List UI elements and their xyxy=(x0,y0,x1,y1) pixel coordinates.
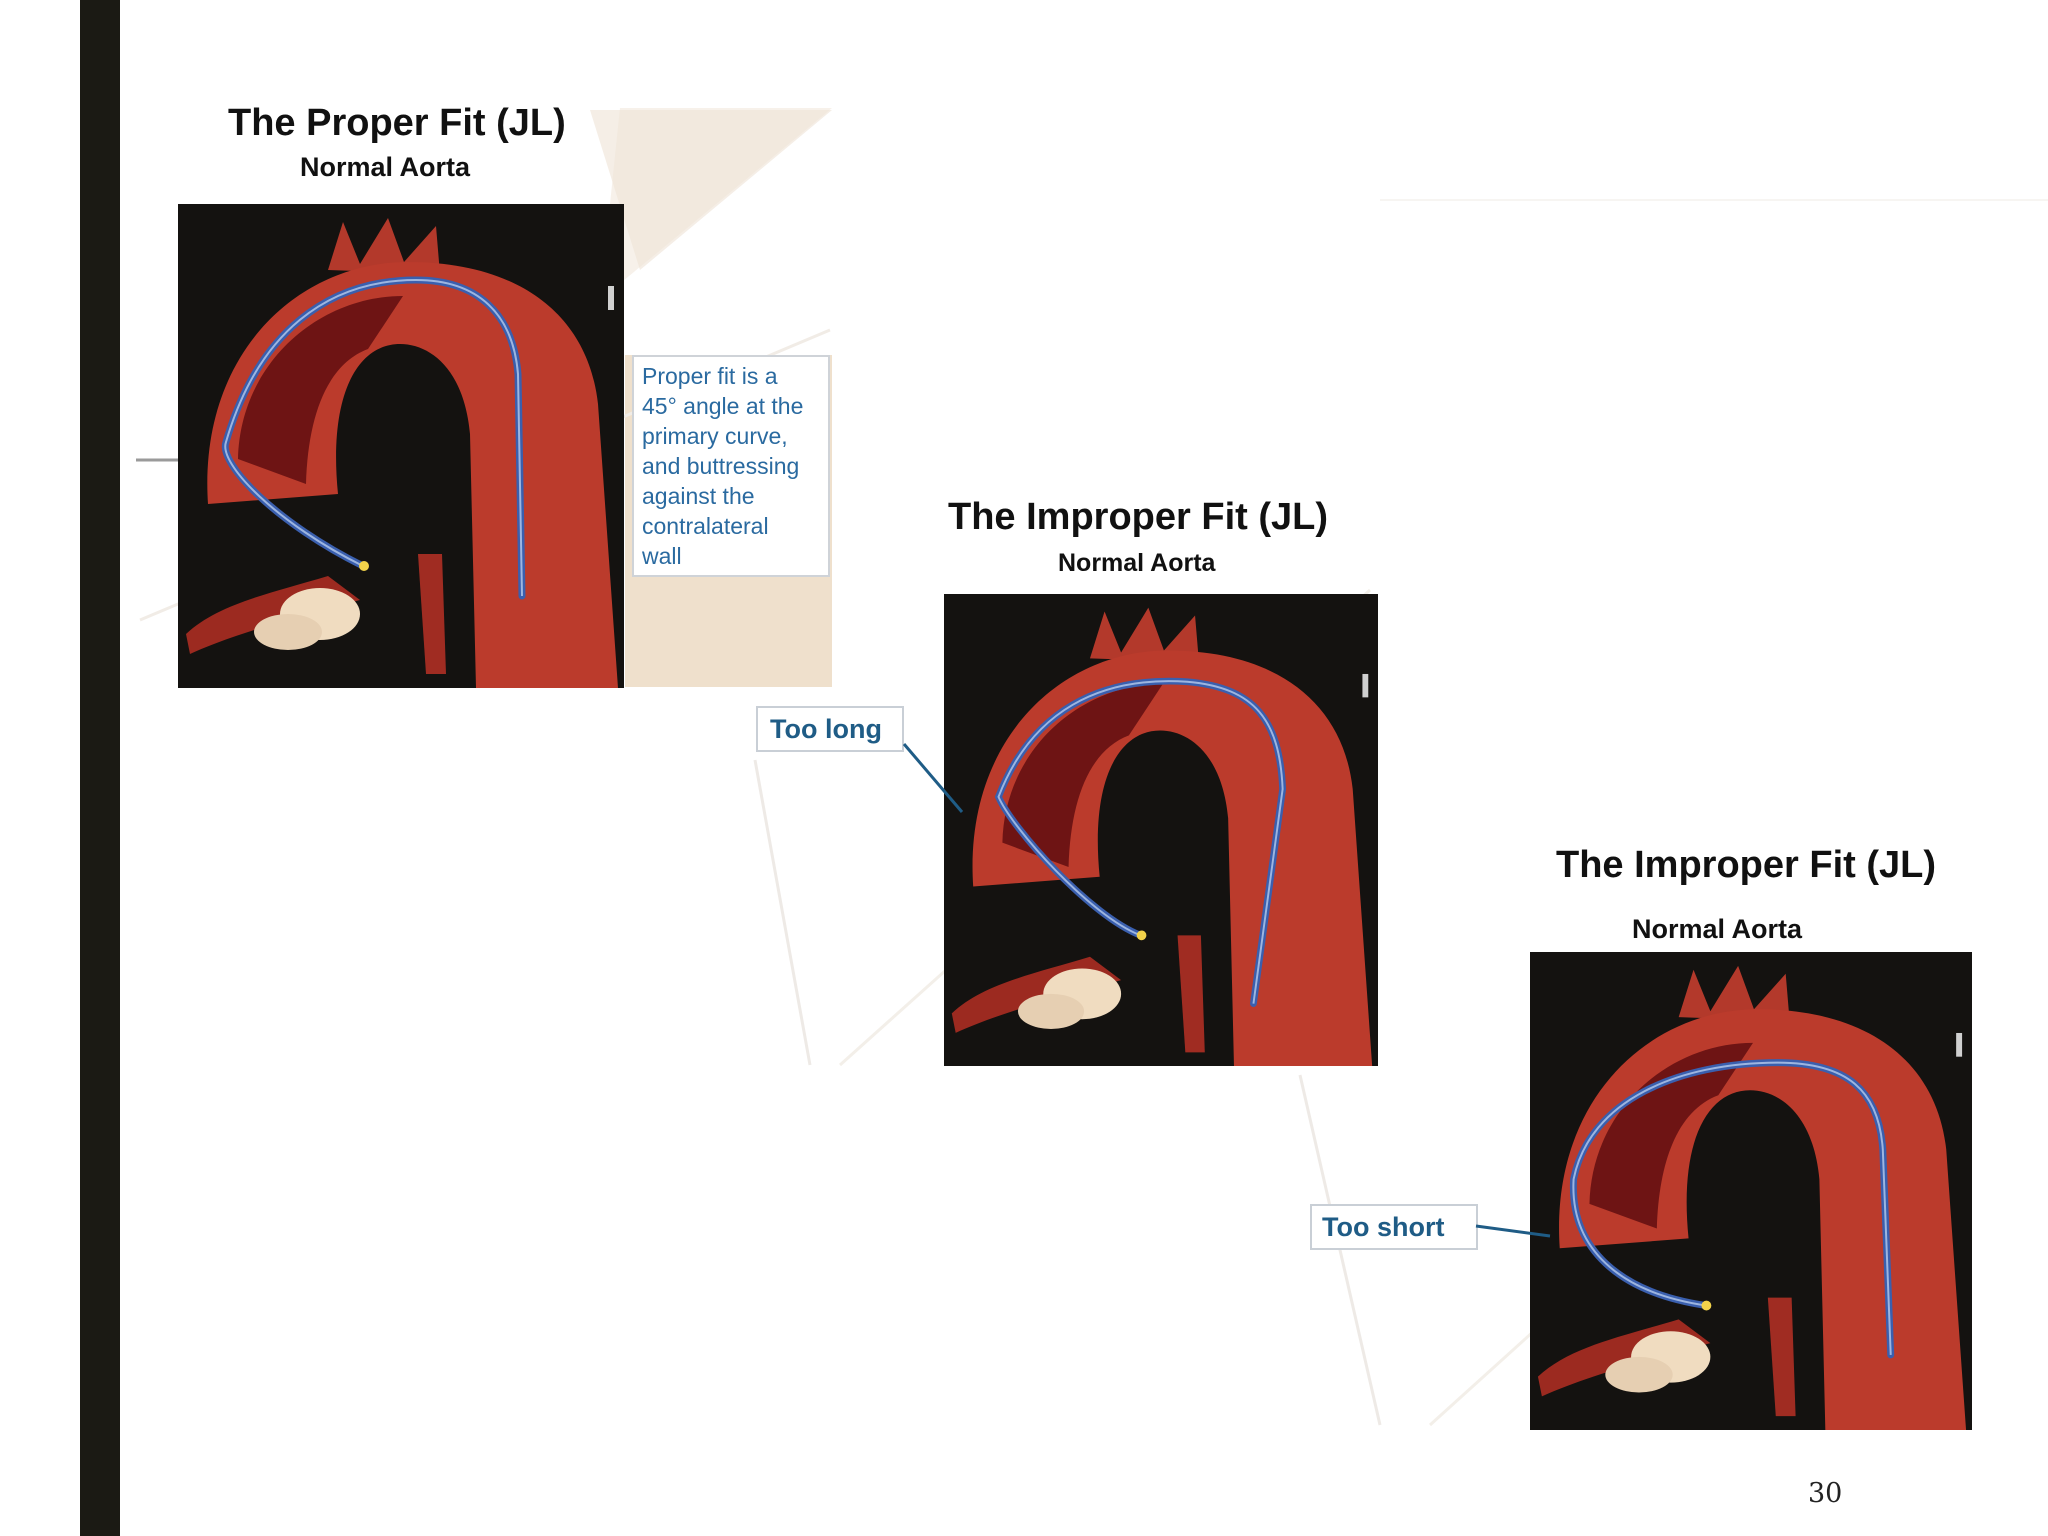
aorta-illustration-too-short xyxy=(1530,952,1972,1430)
callout-arrow-icon xyxy=(902,743,964,813)
panel-2-subtitle: Normal Aorta xyxy=(1058,549,1216,577)
aorta-illustration-too-long xyxy=(944,594,1378,1066)
note-line: Proper fit is a xyxy=(642,363,778,389)
panel-1-subtitle: Normal Aorta xyxy=(300,152,471,182)
note-line: wall xyxy=(642,543,682,569)
too-short-callout: Too short xyxy=(1310,1204,1478,1250)
proper-fit-note: Proper fit is a 45° angle at the primary… xyxy=(632,355,830,577)
panel-3-title: The Improper Fit (JL) xyxy=(1556,844,1936,886)
aorta-illustration-proper-fit xyxy=(178,204,624,688)
panel-2-title: The Improper Fit (JL) xyxy=(948,496,1328,538)
note-line: and buttressing xyxy=(642,453,800,479)
panel-1-title: The Proper Fit (JL) xyxy=(228,102,566,144)
note-line: against the xyxy=(642,483,755,509)
page-number: 30 xyxy=(1808,1478,1843,1509)
left-sidebar-bar xyxy=(80,0,120,1536)
note-line: primary curve, xyxy=(642,423,788,449)
callout-arrow-icon xyxy=(1475,1224,1551,1238)
note-line: contralateral xyxy=(642,513,769,539)
too-long-callout: Too long xyxy=(756,706,904,752)
note-line: 45° angle at the xyxy=(642,393,804,419)
panel-3-subtitle: Normal Aorta xyxy=(1632,914,1803,944)
